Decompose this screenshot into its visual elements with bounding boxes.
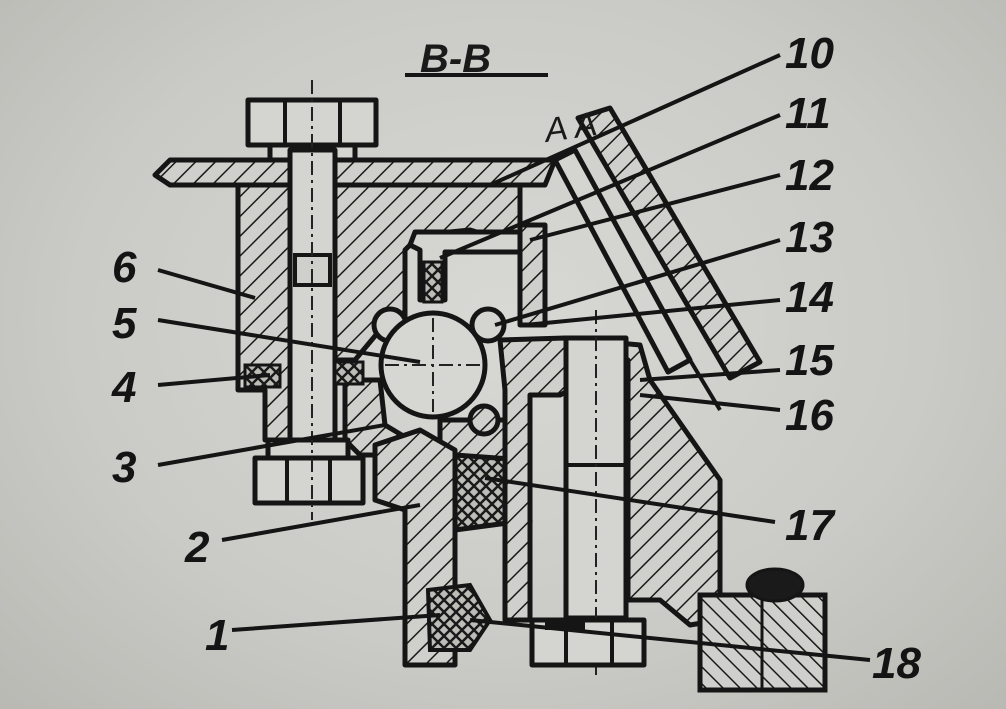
callout-2: 2 xyxy=(184,523,210,572)
ball-5 xyxy=(378,310,488,420)
callout-12: 12 xyxy=(785,151,834,200)
right-body xyxy=(497,335,723,628)
roller-lower xyxy=(467,403,501,437)
inclined-plate xyxy=(552,105,763,412)
callout-16: 16 xyxy=(785,391,834,440)
right-bolt-head xyxy=(529,617,647,668)
nut-1 xyxy=(425,582,493,652)
callout-11: 11 xyxy=(785,89,831,138)
lower-bolt-head xyxy=(252,437,366,506)
callout-6: 6 xyxy=(112,243,137,292)
callout-13: 13 xyxy=(785,213,834,262)
callout-15: 15 xyxy=(785,336,834,385)
nut-right xyxy=(333,360,365,386)
callout-5: 5 xyxy=(112,299,137,348)
left-housing xyxy=(235,182,293,443)
callout-1: 1 xyxy=(205,611,229,660)
top-plate xyxy=(152,157,558,188)
callout-17: 17 xyxy=(785,501,836,550)
leader-lines xyxy=(157,53,871,662)
workpiece xyxy=(697,567,828,693)
callout-14: 14 xyxy=(785,273,834,322)
callout-10: 10 xyxy=(785,29,834,78)
callout-4: 4 xyxy=(111,363,136,412)
callout-3: 3 xyxy=(112,443,136,492)
callout-18: 18 xyxy=(872,639,921,688)
section-mark-a: A A xyxy=(540,105,599,150)
roller-13 xyxy=(469,306,507,344)
